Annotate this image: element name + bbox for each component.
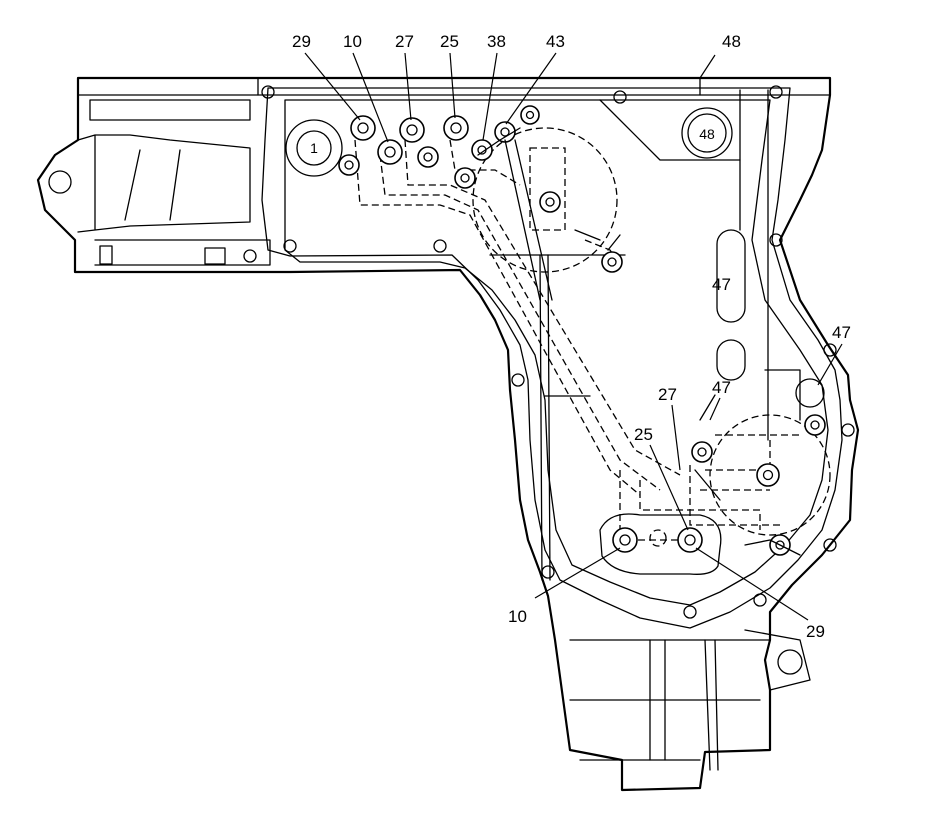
- left-boss-ribs: [124, 149, 181, 221]
- bracket-mid: [574, 229, 621, 251]
- seal-bore-inner: [296, 130, 332, 166]
- callout-29-top: 29: [292, 32, 311, 51]
- callout-25-top: 25: [440, 32, 459, 51]
- tube-upper: [504, 139, 553, 301]
- callout-38-top: 38: [487, 32, 506, 51]
- top-flange-inner: [257, 77, 701, 96]
- callout-47-oval: 47: [712, 275, 731, 294]
- center-rails: [539, 254, 551, 581]
- callout-1-circle: 1: [310, 140, 318, 156]
- callout-48-circle: 48: [699, 126, 715, 142]
- callout-25-mid: 25: [634, 425, 653, 444]
- left-rib-bottom: [94, 239, 271, 266]
- gasket-bolt-holes: [261, 85, 855, 619]
- callout-47-mid: 47: [712, 378, 731, 397]
- left-tab-1: [99, 245, 113, 265]
- callout-48-top: 48: [722, 32, 741, 51]
- lower-ribs: [569, 639, 771, 761]
- callout-29-bottom: 29: [806, 622, 825, 641]
- lower-boss: [599, 513, 722, 575]
- left-rib-top: [89, 99, 251, 121]
- housing-outline: [36, 76, 860, 792]
- seal-bore-outer: [285, 119, 343, 177]
- port-48-outer: [681, 107, 733, 159]
- leader-lines: [304, 52, 843, 621]
- right-web: [764, 369, 801, 421]
- left-boss-hole: [48, 170, 72, 194]
- lower-right-ear: [744, 629, 811, 691]
- bolts: [338, 105, 826, 556]
- slot-47-lower: [716, 339, 746, 381]
- callout-27-mid: 27: [658, 385, 677, 404]
- callout-10-top: 10: [343, 32, 362, 51]
- left-bolt-hole: [243, 249, 257, 263]
- left-boss: [77, 134, 251, 233]
- callout-47-right: 47: [832, 323, 851, 342]
- slot-47-upper: [716, 229, 746, 323]
- brackets-lower: [694, 394, 801, 556]
- tube-bracket: [477, 127, 521, 156]
- left-tab-2: [204, 247, 226, 265]
- gasket-inner: [284, 99, 829, 606]
- callout-10-bottom: 10: [508, 607, 527, 626]
- diag-web: [599, 99, 741, 161]
- lower-post-left: [649, 639, 666, 761]
- callout-43-top: 43: [546, 32, 565, 51]
- lower-right-hole: [777, 649, 803, 675]
- gasket-outline: [261, 87, 843, 629]
- port-47-right: [795, 378, 825, 408]
- callout-27-top: 27: [395, 32, 414, 51]
- port-48-inner: [687, 113, 727, 153]
- lower-post-right: [704, 639, 719, 771]
- hidden-passages-upper: [354, 127, 681, 496]
